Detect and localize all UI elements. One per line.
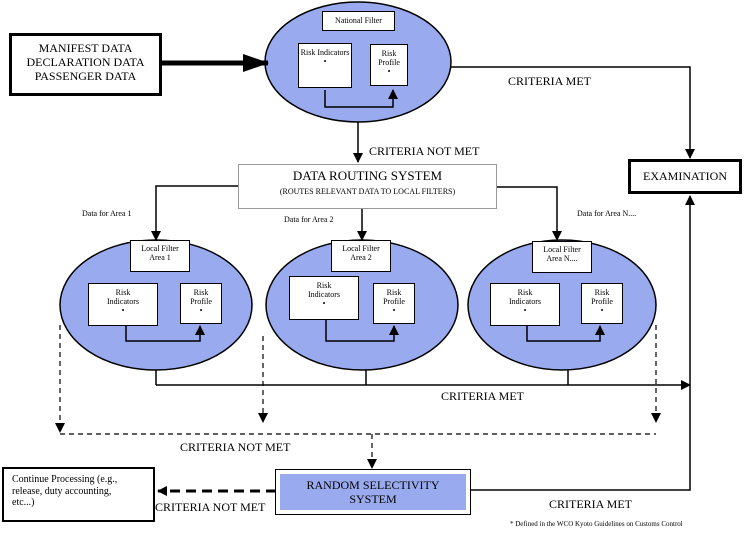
local-filter-1-title: Local Filter Area 1 <box>130 240 190 272</box>
local-filter-2-risk-indicators-marker: • <box>322 299 326 309</box>
arrow-area2-indicator-to-profile <box>325 320 399 342</box>
examination-text: EXAMINATION <box>643 169 727 183</box>
national-risk-profile-text: Risk Profile <box>378 49 400 68</box>
arrow-routing-to-area1 <box>151 185 240 241</box>
local-filter-n-title-line2: Area N.... <box>546 254 578 264</box>
footnote: * Defined in the WCO Kyoto Guidelines on… <box>510 520 683 528</box>
local-filter-n-ellipse <box>467 239 657 371</box>
national-risk-profile: Risk Profile • <box>370 44 408 86</box>
continue-processing-box: Continue Processing (e.g., release, duty… <box>2 467 155 522</box>
national-risk-indicators-marker: • <box>323 57 327 67</box>
arrow-random-criteria-met <box>470 195 695 491</box>
arrow-arean-indicator-to-profile <box>526 325 605 342</box>
area-2-label: Data for Area 2 <box>284 215 334 224</box>
continue-processing-line2: release, duty accounting, <box>12 485 112 497</box>
passenger-data-label: PASSENGER DATA <box>34 68 137 83</box>
local-filter-1-risk-profile-marker: • <box>199 306 203 316</box>
national-risk-indicators: Risk Indicators • <box>298 43 352 88</box>
local-filter-1-risk-indicators-marker: • <box>121 306 125 316</box>
continue-processing-line1: Continue Processing (e.g., <box>12 474 118 485</box>
manifest-data-label: MANIFEST DATA <box>38 41 133 55</box>
local-filter-2-title-line2: Area 2 <box>350 253 372 263</box>
local-filter-n-risk-profile-text: Risk Profile <box>591 288 613 307</box>
dashed-criteria-not-met <box>55 325 661 469</box>
local-filter-1-risk-profile: Risk Profile • <box>180 283 222 324</box>
national-filter-title-text: National Filter <box>335 16 382 25</box>
routing-title: DATA ROUTING SYSTEM <box>292 168 443 183</box>
criteria-met-bottom-label: CRITERIA MET <box>549 497 632 511</box>
national-filter-title: National Filter <box>322 11 395 31</box>
declaration-data-label: DECLARATION DATA <box>26 54 145 69</box>
local-filter-1-risk-indicators: Risk Indicators • <box>88 283 158 326</box>
random-selectivity-box: RANDOM SELECTIVITY SYSTEM <box>275 469 471 515</box>
local-filter-1-risk-profile-text: Risk Profile <box>190 288 212 307</box>
arrow-area1-indicator-to-profile <box>125 325 205 342</box>
area-1-label: Data for Area 1 <box>82 209 132 218</box>
local-filter-n-risk-indicators: Risk Indicators • <box>490 283 560 326</box>
random-selectivity-line1: RANDOM SELECTIVITY <box>306 478 440 492</box>
continue-processing-line3: etc...) <box>12 497 35 508</box>
routing-subtitle: (ROUTES RELEVANT DATA TO LOCAL FILTERS) <box>279 186 456 196</box>
criteria-not-met-mid-label: CRITERIA NOT MET <box>180 440 291 454</box>
local-filter-2-risk-profile: Risk Profile • <box>373 283 415 324</box>
criteria-not-met-top-label: CRITERIA NOT MET <box>369 144 480 158</box>
local-filter-1-title-line1: Local Filter <box>141 244 179 253</box>
arrow-national-indicator-to-profile <box>324 89 398 108</box>
random-selectivity-line2: SYSTEM <box>349 491 397 506</box>
criteria-not-met-bottom-label: CRITERIA NOT MET <box>155 500 266 514</box>
local-filter-n-title: Local Filter Area N.... <box>532 241 592 273</box>
local-filter-n-risk-profile-marker: • <box>600 306 604 316</box>
local-filter-1-title-line2: Area 1 <box>149 253 171 263</box>
criteria-met-mid-label: CRITERIA MET <box>441 389 524 403</box>
local-filter-n-title-line1: Local Filter <box>543 245 581 254</box>
local-filter-1-risk-indicators-text: Risk Indicators <box>107 288 139 307</box>
national-risk-profile-marker: • <box>387 67 391 77</box>
local-filter-n-risk-indicators-marker: • <box>523 306 527 316</box>
local-filter-n-risk-indicators-text: Risk Indicators <box>509 288 541 307</box>
examination-box: EXAMINATION <box>628 159 742 194</box>
criteria-met-top-label: CRITERIA MET <box>508 74 591 88</box>
data-routing-system-box: DATA ROUTING SYSTEM (ROUTES RELEVANT DAT… <box>238 164 497 209</box>
input-data-box: MANIFEST DATA DECLARATION DATA PASSENGER… <box>9 33 162 96</box>
local-filter-n-risk-profile: Risk Profile • <box>581 283 623 324</box>
arrow-national-criteria-met <box>451 66 695 159</box>
local-filter-2-risk-indicators: Risk Indicators • <box>289 276 359 320</box>
local-filter-2-title: Local Filter Area 2 <box>331 240 391 272</box>
arrow-routing-to-arean <box>496 186 562 241</box>
local-filter-2-risk-profile-text: Risk Profile <box>383 288 405 307</box>
national-risk-indicators-text: Risk Indicators <box>300 48 350 57</box>
area-n-label: Data for Area N.... <box>577 209 637 218</box>
local-filter-2-risk-profile-marker: • <box>392 306 396 316</box>
local-filter-2-risk-indicators-text: Risk Indicators <box>308 281 340 300</box>
local-filter-2-title-line1: Local Filter <box>342 244 380 253</box>
